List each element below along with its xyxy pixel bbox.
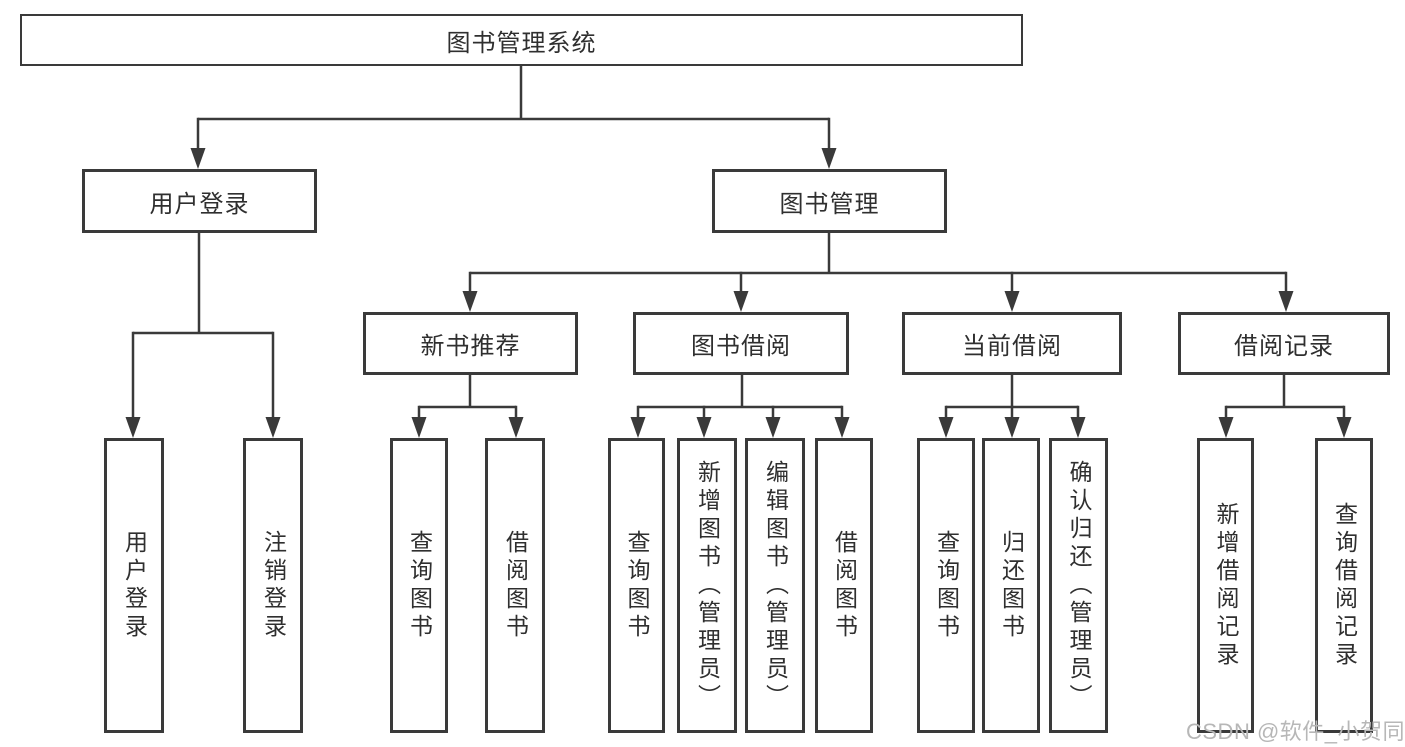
leaf-query-book-borrow: 查询图书	[608, 438, 665, 733]
leaf-user-login: 用户登录	[104, 438, 164, 733]
leaf-return-book: 归还图书	[982, 438, 1040, 733]
node-book-borrow: 图书借阅	[633, 312, 849, 375]
node-book-management: 图书管理	[712, 169, 947, 233]
leaf-query-borrow-record: 查询借阅记录	[1315, 438, 1373, 733]
leaf-borrow-book: 借阅图书	[815, 438, 873, 733]
node-new-book-recommend: 新书推荐	[363, 312, 578, 375]
node-user-login: 用户登录	[82, 169, 317, 233]
watermark-text: CSDN @软件_小贺同学	[1186, 719, 1405, 744]
node-borrow-records: 借阅记录	[1178, 312, 1390, 375]
leaf-query-book-current: 查询图书	[917, 438, 975, 733]
leaf-add-borrow-record: 新增借阅记录	[1197, 438, 1254, 733]
leaf-logout: 注销登录	[243, 438, 303, 733]
node-current-borrow: 当前借阅	[902, 312, 1122, 375]
node-library-management-system: 图书管理系统	[20, 14, 1023, 66]
leaf-query-book-recommend: 查询图书	[390, 438, 448, 733]
leaf-confirm-return-admin: 确认归还（管理员）	[1049, 438, 1108, 733]
leaf-borrow-book-recommend: 借阅图书	[485, 438, 545, 733]
leaf-add-book-admin: 新增图书（管理员）	[677, 438, 737, 733]
leaf-edit-book-admin: 编辑图书（管理员）	[745, 438, 805, 733]
